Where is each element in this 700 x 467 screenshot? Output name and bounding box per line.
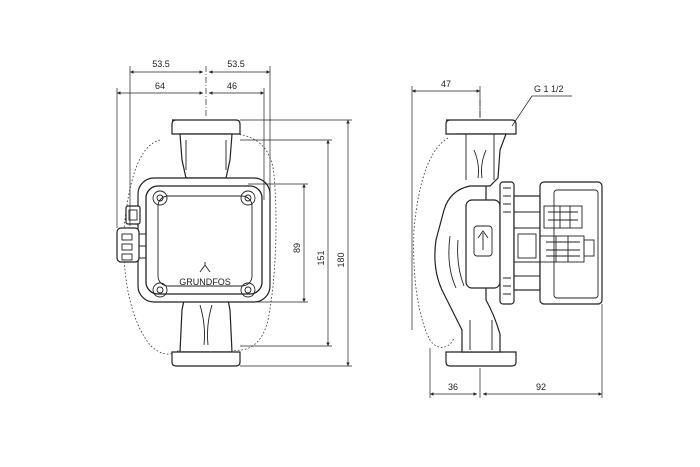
thread-leader [511,95,572,127]
screw-icon [240,190,256,206]
side-view: G 1 1/2 47 36 92 [411,79,603,398]
front-top-pipe [179,133,233,179]
dim-label-top-left: 53.5 [152,59,170,69]
dim-label-47: 47 [441,79,451,89]
front-top-flange [171,119,241,135]
dim-label-92: 92 [536,382,546,392]
electrical-connector [116,205,146,263]
dim-label-36: 36 [448,382,458,392]
side-control-box [539,181,603,305]
control-box-face [157,195,253,287]
screw-icon [240,282,256,298]
dim-label-151: 151 [316,250,326,265]
thread-label: G 1 1/2 [534,84,564,94]
side-top-flange [445,119,517,135]
screw-icon [152,282,168,298]
dim-label-89: 89 [292,243,302,253]
front-view: GRUNDFOS 53.5 53.5 64 46 89 151 [116,59,352,367]
side-clearance-outline [413,137,455,348]
grundfos-logo: GRUNDFOS [179,262,231,287]
screw-icon [152,190,168,206]
dim-label-mid-left: 64 [155,81,165,91]
flow-arrow-icon [477,230,489,250]
svg-text:GRUNDFOS: GRUNDFOS [179,277,231,287]
dim-label-top-right: 53.5 [227,59,245,69]
side-bottom-flange [445,351,517,367]
front-clearance-outline [123,133,277,355]
dim-label-mid-right: 46 [227,81,237,91]
dim-label-180: 180 [336,252,346,267]
front-bottom-flange [171,351,241,367]
